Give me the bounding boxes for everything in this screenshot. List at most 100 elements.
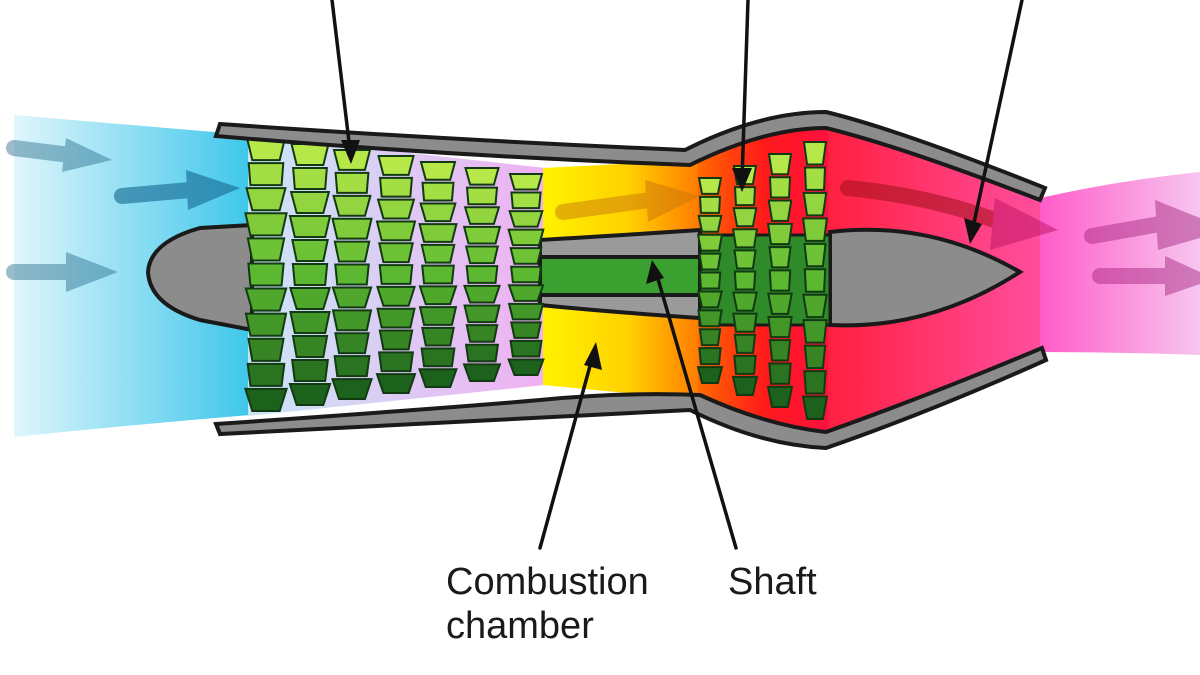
blade-segment (802, 141, 828, 166)
blade-segment (464, 343, 500, 363)
shaft-pointer-line (654, 270, 738, 550)
compressor-stage (331, 149, 373, 400)
combustion-chamber-label: Combustion chamber (446, 560, 649, 648)
blade-segment (246, 362, 286, 387)
blade-segment (768, 176, 792, 199)
blade-segment (767, 315, 793, 339)
blade-segment (509, 339, 543, 358)
blade-segment (507, 358, 545, 376)
turbine-arrow (840, 180, 1058, 250)
blade-segment (733, 333, 757, 354)
turbine-blades (696, 141, 829, 420)
blade-segment (375, 220, 417, 242)
blade-segment (698, 347, 722, 366)
compressor-stage (243, 137, 289, 412)
blade-segment (698, 252, 722, 271)
blade-segment (510, 265, 542, 284)
blade-segment (462, 225, 502, 245)
blade-segment (331, 309, 373, 332)
blade-segment (697, 290, 723, 309)
tail-cone (828, 227, 1024, 328)
blade-segment (243, 387, 289, 412)
blade-segment (697, 214, 723, 233)
blade-segment (732, 291, 758, 312)
turbine-pointer-line (740, 0, 750, 182)
blade-segment (418, 223, 458, 243)
blade-segment (803, 268, 827, 293)
blade-segment (419, 202, 457, 223)
blade-segment (696, 366, 724, 384)
shaft-pointer-arrowhead (646, 260, 664, 284)
blade-segment (463, 206, 501, 225)
blade-segment (465, 324, 499, 343)
compressor-stage (418, 161, 458, 388)
blade-segment (803, 370, 827, 395)
blade-segment (698, 195, 722, 214)
blade-segment (288, 287, 332, 310)
blade-segment (733, 270, 757, 291)
blade-segment (377, 351, 415, 373)
turbine-stage (696, 177, 724, 384)
blade-segment (420, 243, 456, 264)
blade-segment (768, 362, 792, 385)
blade-segment (768, 339, 792, 362)
intake-arrow (6, 252, 118, 292)
blade-segment (464, 245, 500, 265)
blade-segment (767, 199, 793, 222)
turbine-stage (801, 141, 829, 420)
blade-segment (767, 292, 793, 315)
blade-segment (766, 385, 794, 408)
compressor-stage (288, 143, 332, 406)
blade-segment (508, 210, 544, 228)
blade-segment (333, 355, 371, 378)
exhaust-airflow (1040, 172, 1200, 355)
blade-segment (507, 302, 545, 321)
blade-segment (733, 186, 757, 207)
blade-segment (421, 326, 455, 347)
blade-segment (378, 176, 414, 198)
blade-segment (290, 143, 330, 166)
blade-segment (333, 240, 371, 263)
nose-cone (145, 222, 254, 333)
blade-segment (247, 337, 285, 362)
blade-segment (698, 271, 722, 290)
blade-segment (698, 328, 722, 347)
combustion-pointer-line (538, 353, 595, 550)
turbine-pointer-arrowhead (732, 168, 752, 192)
blade-segment (731, 375, 759, 396)
blade-segment (420, 347, 456, 368)
blade-segment (378, 264, 414, 285)
blade-segment (291, 263, 329, 286)
blade-segment (418, 368, 458, 388)
engine-casing (213, 109, 1049, 451)
compressor-pointer-arrowhead (341, 140, 360, 164)
blade-segment (245, 187, 287, 212)
blade-segment (418, 285, 458, 306)
blade-segment (465, 265, 499, 284)
blade-segment (288, 215, 332, 238)
blade-segment (508, 173, 544, 191)
blade-segment (331, 217, 373, 240)
blade-segment (509, 247, 543, 265)
blade-segment (375, 373, 417, 394)
blade-segment (378, 329, 414, 351)
blade-segment (696, 233, 724, 252)
nozzle-pointer-arrowhead (964, 218, 982, 244)
exhaust-arrow (1084, 200, 1200, 250)
blade-segment (510, 191, 542, 210)
blade-segment (331, 378, 373, 400)
blade-segment (377, 155, 415, 176)
blade-segment (334, 171, 370, 194)
leader-lines (330, 0, 1024, 550)
blade-segment (732, 312, 758, 333)
compressor-blades (243, 137, 545, 412)
compressor-stage (507, 173, 545, 376)
blade-segment (803, 242, 827, 268)
blade-segment (768, 269, 792, 292)
combustion-pointer-arrowhead (584, 342, 602, 370)
blade-segment (462, 363, 502, 382)
blade-segment (244, 312, 288, 337)
blade-segment (289, 191, 331, 214)
